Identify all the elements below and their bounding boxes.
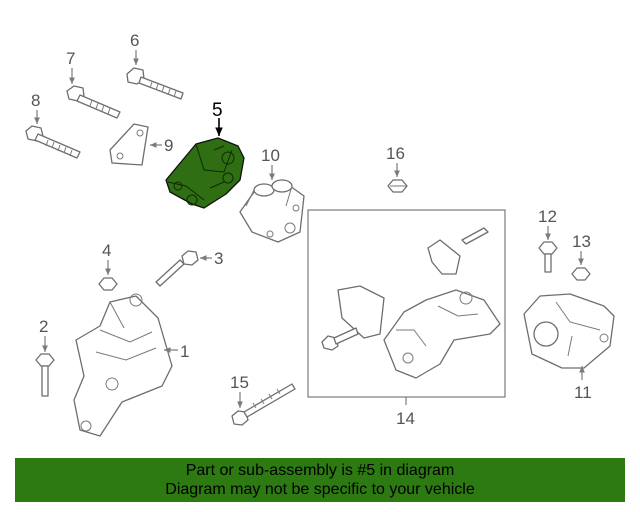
part-7-bolt[interactable] <box>66 85 121 119</box>
info-banner: Part or sub-assembly is #5 in diagram Di… <box>15 458 625 502</box>
callout-3: 3 <box>214 249 223 268</box>
part-2-bolt[interactable] <box>35 353 55 397</box>
parts-diagram: 1 2 3 4 5 6 7 8 9 10 11 12 13 14 15 16 <box>25 31 615 437</box>
part-1-engine-mount[interactable] <box>73 293 173 437</box>
callout-13: 13 <box>572 232 591 251</box>
callout-9: 9 <box>164 136 173 155</box>
callout-4: 4 <box>102 241 111 260</box>
callout-12: 12 <box>538 207 557 226</box>
banner-line-1: Part or sub-assembly is #5 in diagram <box>185 462 455 479</box>
callout-15: 15 <box>230 373 249 392</box>
callout-16: 16 <box>386 144 405 163</box>
part-3-bolt[interactable] <box>155 250 199 287</box>
callout-1: 1 <box>180 342 189 361</box>
part-4-nut[interactable] <box>98 277 118 291</box>
callout-8: 8 <box>31 91 40 110</box>
part-15-bolt[interactable] <box>231 383 296 426</box>
callout-14: 14 <box>396 409 415 428</box>
part-8-bolt[interactable] <box>25 125 81 159</box>
part-10-bushing-bracket[interactable] <box>239 179 305 243</box>
part-14-bracket-assembly[interactable] <box>321 227 501 379</box>
banner-line-2: Diagram may not be specific to your vehi… <box>165 481 475 498</box>
part-12-bolt[interactable] <box>538 241 558 273</box>
part-5-engine-mount[interactable] <box>165 137 245 209</box>
callout-5: 5 <box>212 100 223 121</box>
part-11-engine-mount[interactable] <box>523 293 615 369</box>
part-6-bolt[interactable] <box>126 67 184 100</box>
callout-6: 6 <box>130 31 139 50</box>
callout-7: 7 <box>66 49 75 68</box>
part-13-nut[interactable] <box>571 267 591 281</box>
part-9-plate[interactable] <box>109 123 149 166</box>
callout-10: 10 <box>261 146 280 165</box>
part-16-nut[interactable] <box>387 179 408 193</box>
callout-11: 11 <box>574 383 592 402</box>
callout-2: 2 <box>39 317 48 336</box>
